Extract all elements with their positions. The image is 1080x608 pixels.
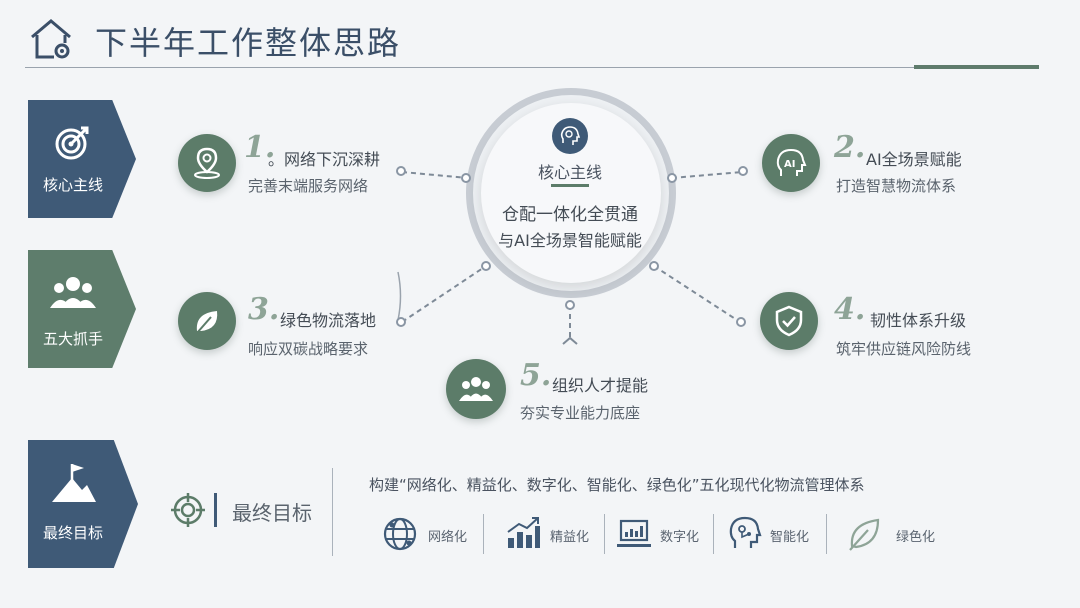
connector-node [738, 166, 748, 176]
title-divider [25, 67, 1038, 68]
ring-node [481, 261, 491, 271]
ring-node [667, 173, 677, 183]
tab-label: 最终目标 [42, 524, 103, 542]
leaf-outline-icon [846, 516, 882, 556]
pillar-label: 绿色化 [896, 530, 936, 545]
pillar-divider [483, 514, 484, 554]
pillar-label: 数字化 [660, 530, 700, 545]
item-subtitle: 完善末端服务网络 [248, 177, 369, 195]
item-number: 4. [834, 292, 866, 327]
brain-head-icon [552, 118, 588, 154]
item-title: 组织人才提能 [552, 376, 649, 395]
item-title: 。网络下沉深耕 [268, 150, 381, 169]
location-pin-icon [178, 134, 236, 192]
brain-head-icon [728, 515, 762, 555]
team-icon [48, 274, 98, 318]
tab-final-goal[interactable]: 最终目标 [28, 440, 138, 568]
goal-statement: 构建“网络化、精益化、数字化、智能化、绿色化”五化现代化物流管理体系 [369, 476, 865, 494]
ai-head-icon: AI [762, 134, 820, 192]
title-accent-bar [914, 65, 1039, 69]
leaf-icon [178, 292, 236, 350]
center-title: 核心主线 [537, 163, 602, 182]
connector-node [396, 317, 406, 327]
laptop-chart-icon [616, 518, 652, 554]
pillar-label: 精益化 [550, 530, 590, 545]
goal-divider [332, 468, 333, 556]
connector-node [736, 317, 746, 327]
pillar-divider [713, 514, 714, 554]
tab-label: 核心主线 [42, 176, 103, 194]
tab-label: 五大抓手 [42, 330, 103, 348]
item-subtitle: 打造智慧物流体系 [836, 177, 957, 195]
item-title: 韧性体系升级 [870, 311, 967, 330]
ring-node [649, 261, 659, 271]
globe-network-icon [382, 516, 418, 556]
ring-node [565, 300, 575, 310]
center-title-underline [551, 184, 589, 187]
mountain-flag-icon [50, 460, 98, 508]
pillar-divider [826, 514, 827, 554]
goal-target-icon [170, 492, 206, 532]
pillar-label: 智能化 [770, 530, 810, 545]
item-subtitle: 筑牢供应链风险防线 [836, 340, 972, 358]
item-title: AI全场景赋能 [866, 150, 962, 169]
item-number: 1. [244, 130, 276, 165]
target-icon [53, 122, 93, 166]
shield-check-icon [760, 292, 818, 350]
team-icon [446, 359, 506, 419]
center-line-2: 与AI全场景智能赋能 [498, 231, 642, 250]
item-number: 2. [834, 130, 866, 165]
item-title: 绿色物流落地 [280, 311, 377, 330]
home-gear-icon [28, 17, 74, 61]
goal-accent-bar [214, 493, 217, 527]
svg-text:AI: AI [784, 159, 795, 170]
bar-chart-icon [505, 516, 541, 554]
tab-core-mainline[interactable]: 核心主线 [28, 100, 136, 218]
item-number: 3. [248, 292, 280, 327]
ring-node [461, 173, 471, 183]
center-line-1: 仓配一体化全贯通 [502, 205, 638, 225]
goal-label: 最终目标 [232, 501, 312, 525]
pillar-label: 网络化 [428, 530, 468, 545]
item-subtitle: 夯实专业能力底座 [520, 404, 641, 422]
item-subtitle: 响应双碳战略要求 [248, 340, 369, 358]
page-title: 下半年工作整体思路 [95, 24, 402, 62]
pillar-divider [604, 514, 605, 554]
tab-five-levers[interactable]: 五大抓手 [28, 250, 136, 368]
item-number: 5. [520, 358, 552, 393]
connector-node [396, 166, 406, 176]
